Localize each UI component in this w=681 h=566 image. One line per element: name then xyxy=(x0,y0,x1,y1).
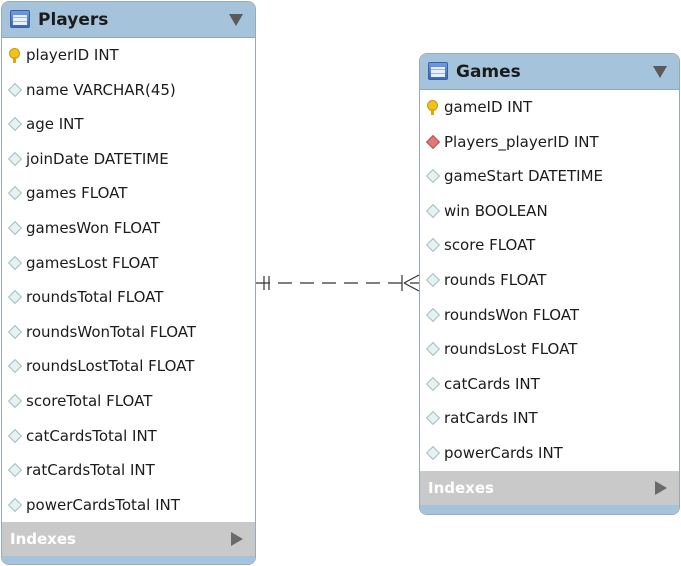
column-label: ratCards INT xyxy=(444,409,538,428)
column-label: roundsWon FLOAT xyxy=(444,305,580,324)
column-row[interactable]: scoreTotal FLOAT xyxy=(2,384,255,419)
column-label: ratCardsTotal INT xyxy=(26,461,155,480)
column-row[interactable]: ratCardsTotal INT xyxy=(2,453,255,488)
column-row[interactable]: playerID INT xyxy=(2,38,255,73)
column-row[interactable]: gameID INT xyxy=(420,90,679,125)
column-row[interactable]: gamesLost FLOAT xyxy=(2,246,255,281)
column-row[interactable]: age INT xyxy=(2,107,255,142)
column-label: win BOOLEAN xyxy=(444,201,548,220)
column-label: playerID INT xyxy=(26,46,119,64)
column-row[interactable]: roundsTotal FLOAT xyxy=(2,280,255,315)
column-label: catCards INT xyxy=(444,374,540,393)
column-label: powerCards INT xyxy=(444,443,563,462)
column-label: roundsLostTotal FLOAT xyxy=(26,357,195,376)
games-indexes-section[interactable]: Indexes xyxy=(420,470,679,505)
table-icon xyxy=(428,62,448,80)
column-row[interactable]: joinDate DATETIME xyxy=(2,142,255,177)
column-label: joinDate DATETIME xyxy=(26,149,169,168)
column-row[interactable]: catCards INT xyxy=(420,367,679,402)
games-indexes-label: Indexes xyxy=(428,478,494,497)
players-indexes-label: Indexes xyxy=(10,530,76,549)
collapse-arrow-icon[interactable] xyxy=(653,66,667,78)
column-row[interactable]: roundsLost FLOAT xyxy=(420,332,679,367)
column-row[interactable]: powerCards INT xyxy=(420,436,679,471)
column-row[interactable]: powerCardsTotal INT xyxy=(2,488,255,523)
column-row[interactable]: ratCards INT xyxy=(420,401,679,436)
column-label: catCardsTotal INT xyxy=(26,426,157,445)
column-label: games FLOAT xyxy=(26,184,128,203)
primary-key-icon xyxy=(427,100,438,115)
column-row[interactable]: name VARCHAR(45) xyxy=(2,73,255,108)
crows-foot-line xyxy=(403,282,420,292)
column-label: Players_playerID INT xyxy=(444,132,599,151)
games-table-header[interactable]: Games xyxy=(420,54,679,90)
column-label: gamesLost FLOAT xyxy=(26,253,159,272)
crows-foot-line xyxy=(403,274,420,284)
expand-arrow-icon[interactable] xyxy=(231,532,243,547)
column-row[interactable]: roundsLostTotal FLOAT xyxy=(2,349,255,384)
games-table-footer xyxy=(420,504,679,514)
games-column-list: gameID INT Players_playerID INT gameStart … xyxy=(420,90,679,471)
column-row[interactable]: catCardsTotal INT xyxy=(2,419,255,454)
column-row[interactable]: games FLOAT xyxy=(2,176,255,211)
players-table[interactable]: Players playerID INT name VARCHAR(45) age … xyxy=(1,1,256,565)
column-row[interactable]: rounds FLOAT xyxy=(420,263,679,298)
column-row[interactable]: gamesWon FLOAT xyxy=(2,211,255,246)
players-indexes-section[interactable]: Indexes xyxy=(2,522,255,557)
column-label: roundsLost FLOAT xyxy=(444,340,578,359)
column-label: rounds FLOAT xyxy=(444,270,547,289)
games-table-title: Games xyxy=(456,62,521,82)
players-table-header[interactable]: Players xyxy=(2,2,255,38)
column-row[interactable]: score FLOAT xyxy=(420,228,679,263)
column-row[interactable]: roundsWonTotal FLOAT xyxy=(2,315,255,350)
column-label: scoreTotal FLOAT xyxy=(26,391,153,410)
players-column-list: playerID INT name VARCHAR(45) age INT joinD… xyxy=(2,38,255,522)
column-row[interactable]: Players_playerID INT xyxy=(420,125,679,160)
column-row[interactable]: roundsWon FLOAT xyxy=(420,298,679,333)
column-row[interactable]: gameStart DATETIME xyxy=(420,159,679,194)
column-label: age INT xyxy=(26,115,84,134)
collapse-arrow-icon[interactable] xyxy=(229,14,243,26)
column-label: roundsTotal FLOAT xyxy=(26,288,164,307)
expand-arrow-icon[interactable] xyxy=(655,480,667,495)
column-label: gamesWon FLOAT xyxy=(26,218,161,237)
players-table-footer xyxy=(2,556,255,564)
table-icon xyxy=(10,10,30,28)
players-table-title: Players xyxy=(38,10,109,30)
column-label: powerCardsTotal INT xyxy=(26,495,180,514)
column-row[interactable]: win BOOLEAN xyxy=(420,194,679,229)
column-label: gameID INT xyxy=(444,98,533,116)
column-label: score FLOAT xyxy=(444,236,536,255)
column-label: gameStart DATETIME xyxy=(444,167,603,186)
column-label: roundsWonTotal FLOAT xyxy=(26,322,197,341)
primary-key-icon xyxy=(9,48,20,63)
column-label: name VARCHAR(45) xyxy=(26,80,176,99)
